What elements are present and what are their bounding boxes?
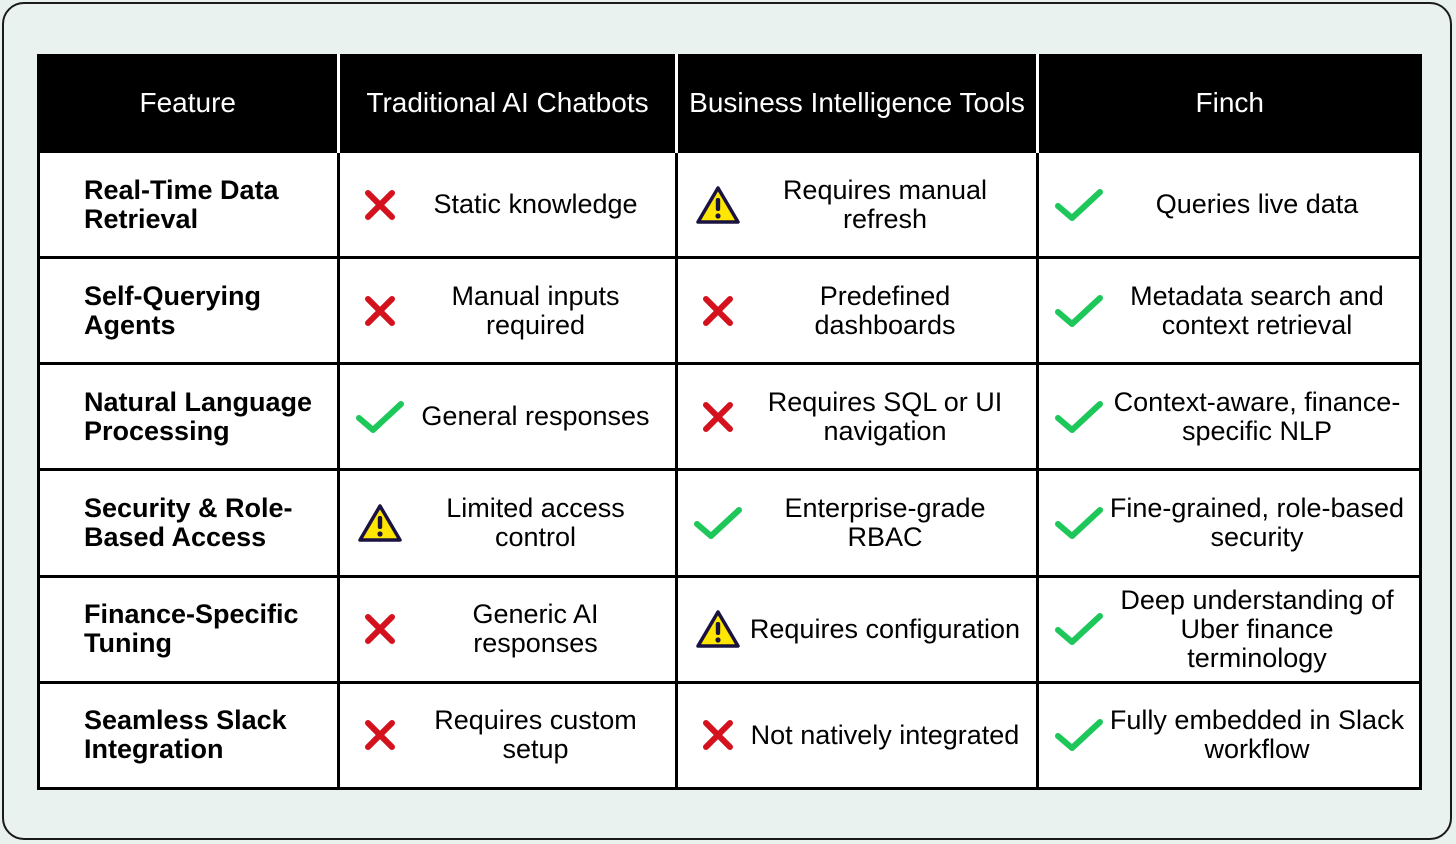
comparison-cell: General responses xyxy=(337,362,678,472)
check-icon xyxy=(1053,501,1105,545)
cross-icon xyxy=(692,713,744,757)
cell-text: Predefined dashboards xyxy=(814,280,956,340)
warning-icon xyxy=(692,607,744,651)
cell-text: Manual inputs required xyxy=(451,280,620,340)
header-feature: Feature xyxy=(38,54,339,152)
cell-text: Requires SQL or UI navigation xyxy=(767,386,1003,446)
check-icon xyxy=(1053,289,1105,333)
comparison-cell: Requires SQL or UI navigation xyxy=(675,362,1039,472)
comparison-cell: Limited access control xyxy=(337,468,678,578)
feature-label: Self-Querying Agents xyxy=(37,256,340,366)
cell-text: Limited access control xyxy=(446,493,625,553)
check-icon xyxy=(1053,607,1105,651)
cell-text: Context-aware, finance-specific NLP xyxy=(1113,386,1401,446)
cell-text: Requires manual refresh xyxy=(782,174,988,234)
cell-text: General responses xyxy=(421,401,650,432)
comparison-cell: Fine-grained, role-based security xyxy=(1036,468,1422,578)
table-row: Self-Querying Agents Manual inputs requir… xyxy=(37,256,1422,366)
comparison-cell: Requires custom setup xyxy=(337,680,678,791)
cell-text: Requires configuration xyxy=(749,613,1021,644)
table-row: Seamless Slack Integration Requires custo… xyxy=(37,680,1422,791)
table-row: Security & Role-Based Access Limited acce… xyxy=(37,468,1422,578)
header-finch: Finch xyxy=(1036,54,1421,152)
cross-icon xyxy=(692,289,744,333)
cell-text: Fine-grained, role-based security xyxy=(1109,493,1405,553)
feature-label: Finance-Specific Tuning xyxy=(37,574,340,684)
comparison-cell: Manual inputs required xyxy=(337,256,678,366)
table-row: Natural Language Processing General respo… xyxy=(37,362,1422,472)
comparison-cell: Deep understanding of Uber finance termi… xyxy=(1036,574,1422,684)
check-icon xyxy=(1053,713,1105,757)
cell-text: Deep understanding of Uber finance termi… xyxy=(1120,584,1394,673)
feature-label: Natural Language Processing xyxy=(37,362,340,472)
check-icon xyxy=(1053,395,1105,439)
feature-label: Security & Role-Based Access xyxy=(37,468,340,578)
cross-icon xyxy=(354,289,406,333)
cross-icon xyxy=(354,713,406,757)
warning-icon xyxy=(692,183,744,227)
cross-icon xyxy=(354,183,406,227)
warning-icon xyxy=(354,501,406,545)
cross-icon xyxy=(692,395,744,439)
cell-text: Static knowledge xyxy=(433,189,638,220)
comparison-cell: Queries live data xyxy=(1036,149,1422,260)
feature-label: Seamless Slack Integration xyxy=(37,680,340,791)
comparison-cell: Fully embedded in Slack workflow xyxy=(1036,680,1422,791)
header-business-intelligence-tools: Business Intelligence Tools xyxy=(675,54,1038,152)
table-row: Real-Time Data Retrieval Static knowledge… xyxy=(37,149,1422,260)
check-icon xyxy=(692,501,744,545)
cell-text: Metadata search and context retrieval xyxy=(1130,280,1384,340)
cell-text: Generic AI responses xyxy=(472,599,599,659)
comparison-cell: Requires manual refresh xyxy=(675,149,1039,260)
cell-text: Enterprise-grade RBAC xyxy=(784,493,986,553)
feature-label: Real-Time Data Retrieval xyxy=(37,149,340,260)
comparison-cell: Predefined dashboards xyxy=(675,256,1039,366)
comparison-cell: Static knowledge xyxy=(337,149,678,260)
cross-icon xyxy=(354,607,406,651)
cell-text: Fully embedded in Slack workflow xyxy=(1109,705,1405,765)
comparison-cell: Requires configuration xyxy=(675,574,1039,684)
cell-text: Queries live data xyxy=(1155,189,1359,220)
cell-text: Not natively integrated xyxy=(750,719,1020,750)
comparison-cell: Context-aware, finance-specific NLP xyxy=(1036,362,1422,472)
comparison-cell: Enterprise-grade RBAC xyxy=(675,468,1039,578)
comparison-cell: Generic AI responses xyxy=(337,574,678,684)
comparison-cell: Not natively integrated xyxy=(675,680,1039,791)
header-row: Feature Traditional AI Chatbots Business… xyxy=(38,54,1421,152)
comparison-table: Feature Traditional AI Chatbots Business… xyxy=(37,54,1422,791)
cell-text: Requires custom setup xyxy=(434,705,637,765)
table-row: Finance-Specific Tuning Generic AI respon… xyxy=(37,574,1422,684)
check-icon xyxy=(354,395,406,439)
comparison-cell: Metadata search and context retrieval xyxy=(1036,256,1422,366)
check-icon xyxy=(1053,183,1105,227)
header-traditional-ai-chatbots: Traditional AI Chatbots xyxy=(337,54,677,152)
